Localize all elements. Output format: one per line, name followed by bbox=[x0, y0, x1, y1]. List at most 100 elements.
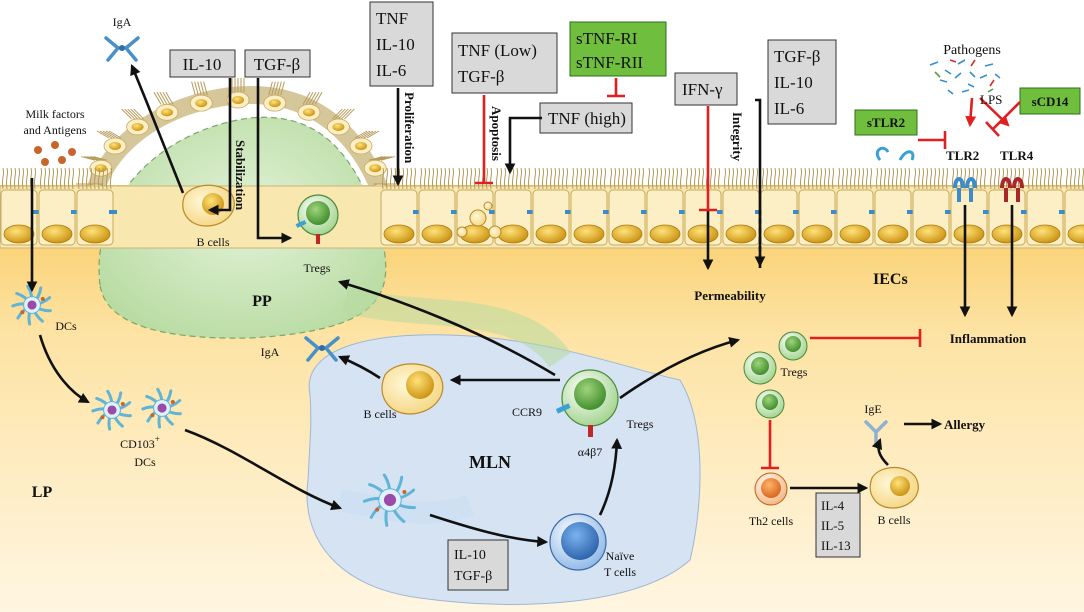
microvillus bbox=[496, 167, 498, 190]
th2-cell-icon bbox=[754, 472, 788, 506]
microvillus bbox=[884, 167, 886, 190]
il10-tgfb-box: IL-10 TGF-β bbox=[447, 539, 509, 591]
microvillus bbox=[94, 167, 96, 190]
epithelial-cell bbox=[684, 189, 725, 246]
microvillus bbox=[808, 167, 810, 190]
lymph-channel bbox=[341, 287, 571, 368]
microvillus bbox=[630, 167, 632, 190]
dome-microvillus bbox=[375, 156, 389, 161]
microvillus bbox=[926, 167, 928, 190]
naive-t-cell-icon bbox=[549, 513, 607, 571]
microvillus bbox=[938, 167, 940, 190]
microvillus bbox=[800, 167, 802, 190]
b-cell-right-icon bbox=[869, 466, 919, 509]
microvillus bbox=[656, 167, 658, 190]
microvillus bbox=[44, 167, 46, 190]
epithelial-cell bbox=[532, 189, 573, 246]
microvillus bbox=[756, 167, 758, 190]
microvillus bbox=[698, 167, 700, 190]
microvillus bbox=[424, 167, 426, 190]
svg-text:TNF (high): TNF (high) bbox=[548, 109, 626, 128]
microvillus bbox=[64, 167, 66, 190]
dome-microvillus bbox=[308, 91, 317, 105]
dome-microvillus bbox=[341, 108, 352, 120]
microvillus bbox=[432, 167, 434, 190]
microvillus bbox=[876, 167, 878, 190]
microvillus bbox=[588, 167, 590, 190]
microvillus bbox=[500, 167, 502, 190]
microvillus bbox=[866, 167, 868, 190]
microvillus bbox=[952, 167, 954, 190]
microvillus bbox=[946, 167, 948, 190]
microvillus bbox=[786, 167, 788, 190]
microvillus bbox=[842, 167, 844, 190]
dome-cell bbox=[103, 137, 127, 155]
il4-il5-il13-box: IL-4 IL-5 IL-13 bbox=[815, 492, 861, 558]
dome-cell bbox=[89, 159, 113, 177]
microvillus bbox=[48, 167, 50, 190]
a4b7-label: α4β7 bbox=[578, 445, 602, 459]
microvillus bbox=[930, 167, 932, 190]
microvillus bbox=[642, 167, 644, 190]
microvillus bbox=[546, 167, 548, 190]
dome-microvillus bbox=[84, 156, 98, 161]
svg-text:sTNF-RII: sTNF-RII bbox=[576, 53, 643, 72]
epithelial-cell bbox=[38, 189, 79, 246]
dome-microvillus bbox=[165, 91, 174, 105]
b-cells-pp-label: B cells bbox=[197, 235, 230, 249]
dome-microvillus bbox=[369, 156, 383, 161]
dome-microvillus bbox=[153, 91, 162, 105]
microvillus bbox=[664, 167, 666, 190]
microvillus bbox=[794, 167, 796, 190]
microvillus bbox=[858, 167, 860, 190]
microvillus bbox=[56, 167, 58, 190]
microvillus bbox=[520, 167, 522, 190]
microvillus bbox=[1074, 167, 1076, 190]
microvillus bbox=[732, 167, 734, 190]
treg-right-3-icon bbox=[755, 389, 785, 419]
dome-microvillus bbox=[87, 156, 101, 161]
microvillus bbox=[382, 167, 384, 190]
dome-microvilli bbox=[76, 78, 400, 185]
dome-cell bbox=[155, 103, 179, 121]
dome-microvillus bbox=[200, 81, 205, 96]
microvillus bbox=[782, 167, 784, 190]
dome-cell bbox=[226, 91, 250, 109]
th2-cells-label: Th2 cells bbox=[749, 514, 794, 528]
microvillus bbox=[558, 167, 560, 190]
microvillus bbox=[816, 167, 818, 190]
microvillus bbox=[862, 167, 864, 190]
ccr9-label: CCR9 bbox=[512, 405, 542, 419]
microvillus bbox=[778, 167, 780, 190]
dome-microvillus bbox=[121, 108, 132, 120]
dome-microvillus bbox=[357, 130, 371, 139]
dome-microvillus bbox=[274, 81, 279, 96]
inhibition-lines bbox=[475, 78, 1021, 470]
microvillus bbox=[774, 167, 776, 190]
microvillus bbox=[622, 167, 624, 190]
dome-microvillus bbox=[124, 108, 135, 120]
microvillus bbox=[448, 167, 450, 190]
pp-label: PP bbox=[252, 293, 272, 310]
ifng-box: IFN-γ bbox=[674, 72, 738, 106]
dome-microvillus bbox=[271, 81, 276, 96]
dome-microvillus bbox=[203, 81, 208, 96]
stlr2-box: sTLR2 bbox=[854, 109, 918, 136]
pathogens-label: Pathogens bbox=[943, 43, 1001, 58]
iga-antibody-icon bbox=[104, 36, 140, 62]
svg-text:IFN-γ: IFN-γ bbox=[682, 80, 723, 99]
microvillus bbox=[766, 167, 768, 190]
microvillus bbox=[888, 167, 890, 190]
microvillus bbox=[78, 167, 80, 190]
epithelial-cell bbox=[950, 189, 991, 246]
microvillus bbox=[850, 167, 852, 190]
microvillus bbox=[474, 167, 476, 190]
microvillus bbox=[1060, 167, 1062, 190]
microvillus bbox=[386, 167, 388, 190]
permeability-label: Permeability bbox=[694, 288, 766, 303]
microvillus bbox=[676, 167, 678, 190]
microvillus bbox=[572, 167, 574, 190]
microvillus bbox=[1048, 167, 1050, 190]
microvillus bbox=[914, 167, 916, 190]
microvillus bbox=[892, 167, 894, 190]
